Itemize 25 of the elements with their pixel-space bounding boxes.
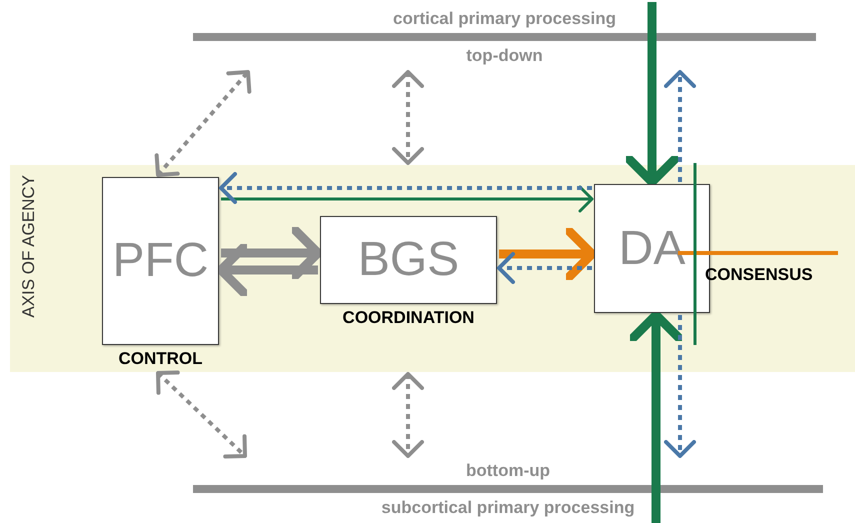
arrow (221, 224, 322, 282)
arrow (497, 252, 592, 284)
role-label: COORDINATION (342, 309, 476, 326)
layer-title: subcortical primary processing (381, 499, 635, 516)
layer-title: cortical primary processing (393, 10, 616, 27)
arrow (216, 242, 318, 298)
arrow (664, 70, 696, 182)
arrow (664, 315, 696, 458)
region-name: DA (618, 224, 686, 272)
arrow (219, 172, 592, 204)
flow-label: bottom-up (466, 462, 550, 479)
arrow (499, 226, 596, 282)
region-name: PFC (112, 237, 208, 285)
arrow (221, 186, 594, 212)
arrow (392, 372, 424, 458)
region-name: BGS (358, 236, 460, 284)
arrow (392, 70, 424, 165)
arrow (624, 2, 680, 186)
arrow (154, 70, 252, 177)
agency-band (10, 165, 855, 372)
flow-label: top-down (466, 47, 543, 64)
axis-label: AXIS OF AGENCY (20, 175, 37, 318)
arrow (156, 370, 247, 458)
role-label: CONTROL (117, 350, 204, 367)
arrow (628, 310, 684, 523)
